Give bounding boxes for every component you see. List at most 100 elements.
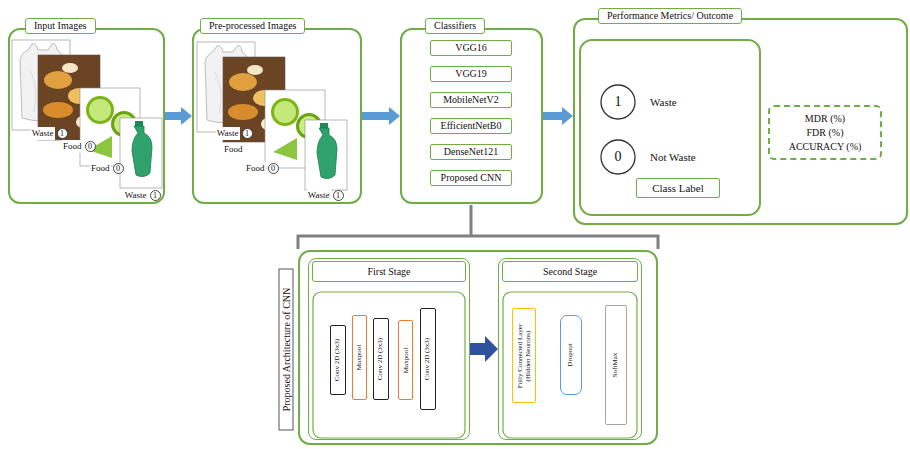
food-piece <box>44 71 72 89</box>
class-tag: Waste1 <box>333 190 344 201</box>
class-digit: 0 <box>85 141 96 152</box>
stage-frame <box>503 292 637 438</box>
image-label: Food <box>223 143 244 155</box>
conv-layer: Conv 2D (3x3) <box>330 325 346 395</box>
circle-shape <box>268 163 278 173</box>
architecture-heading: Proposed Architecture of CNN <box>278 268 293 430</box>
class-name: Waste <box>650 95 677 109</box>
layer-label: Conv 2D (3x3) <box>331 326 345 394</box>
class-digit: 1 <box>57 128 68 139</box>
box-label: DenseNet121 <box>444 146 498 158</box>
conv-layer: Conv 2D (3x3) <box>420 308 436 410</box>
circle-shape <box>57 128 67 138</box>
class-circle: 1Waste <box>600 84 636 120</box>
flow-arrow <box>362 112 389 120</box>
food-piece <box>43 102 73 118</box>
class-digit: 0 <box>268 163 279 174</box>
classifier-panel: VGG16VGG19MobileNetV2EfficientNetB0Dense… <box>400 28 543 204</box>
panel-heading: Performance Metrics/ Outcome <box>598 8 742 24</box>
metric-name: MDR (%) <box>805 112 845 126</box>
dense-layer: Fully Connected Layer (Hidden Neurons) <box>512 308 536 403</box>
circle-shape <box>601 140 635 174</box>
expansion-bracket <box>298 205 658 249</box>
circle-shape <box>333 190 343 200</box>
flow-arrow <box>543 112 562 120</box>
class-tag: Waste1 <box>242 128 253 139</box>
lime-slice <box>86 96 114 124</box>
image-label: Waste <box>124 189 148 202</box>
sample-images <box>12 40 162 188</box>
metrics-box: MDR (%)FDR (%)ACCURACY (%) <box>768 105 882 160</box>
class-digit: 1 <box>150 190 161 201</box>
class-tag: Food0 <box>113 163 124 174</box>
pool-layer: Maxpool <box>352 315 367 400</box>
image-label: Waste <box>31 127 55 140</box>
class-name: Not Waste <box>650 150 696 164</box>
circle-shape <box>150 190 160 200</box>
food-piece <box>62 63 78 73</box>
class-tag: Food0 <box>85 141 96 152</box>
stage-panel: Fully Connected Layer (Hidden Neurons) Dr… <box>498 258 642 440</box>
class-tag: Waste1 <box>57 128 68 139</box>
image-label: Food <box>90 162 111 175</box>
classifier-box: EfficientNetB0 <box>430 118 512 134</box>
class-digit: 1 <box>242 128 253 139</box>
outcome-panel: 1Waste0Not WasteClass LabelMDR (%)FDR (%… <box>573 18 908 225</box>
class-digit: 0 <box>600 139 636 175</box>
bottle-cap <box>135 121 143 126</box>
classifier-box: DenseNet121 <box>430 144 512 160</box>
lime-flesh <box>89 99 111 121</box>
classifier-box: Proposed CNN <box>430 170 512 186</box>
circle-shape <box>85 141 95 151</box>
box-label: Class Label <box>652 182 704 194</box>
metric-name: FDR (%) <box>807 126 844 140</box>
photo-frame <box>120 118 162 188</box>
class-tag: Waste1 <box>150 190 161 201</box>
pool-layer: Maxpool <box>398 320 413 400</box>
layer-label: Fully Connected Layer (Hidden Neurons) <box>513 309 535 402</box>
layer-label: Maxpool <box>399 321 412 399</box>
image-panel: Waste1Food0Waste1Pre-processed Images <box>192 28 362 204</box>
box-label: MobileNetV2 <box>443 94 499 106</box>
flow-arrow <box>470 343 485 355</box>
box-label: VGG16 <box>455 42 487 54</box>
layer-label: SoftMax <box>606 306 626 424</box>
class-digit: 1 <box>333 190 344 201</box>
panel-heading: Pre-processed Images <box>200 18 305 34</box>
conv-layer: Conv 2D (3x3) <box>373 318 389 400</box>
stage-heading: Second Stage <box>502 261 638 282</box>
circle-shape <box>113 163 123 173</box>
dropout-layer: Dropout <box>560 315 582 395</box>
layer-label: Conv 2D (3x3) <box>374 319 388 399</box>
classifier-box: MobileNetV2 <box>430 92 512 108</box>
circle-shape <box>242 128 252 138</box>
image-label: Waste <box>216 127 240 140</box>
architecture-panel: Conv 2D (3x3) Maxpool Conv 2D (3x3) Maxpool… <box>298 250 658 445</box>
image-label: Waste <box>307 189 331 202</box>
flow-arrow <box>165 112 181 120</box>
box-label: EfficientNetB0 <box>441 120 502 132</box>
class-digit: 1 <box>600 84 636 120</box>
preprocessed-images <box>197 42 347 190</box>
class-digit: 0 <box>113 163 124 174</box>
box-label: Proposed CNN <box>441 172 502 184</box>
class-tag: Food0 <box>268 163 279 174</box>
stage-heading: First Stage <box>312 261 466 282</box>
outcome-frame <box>580 40 760 215</box>
class-circle: 0Not Waste <box>600 139 636 175</box>
plastic-bottle <box>132 126 152 177</box>
layer-label: Maxpool <box>353 316 366 399</box>
classifier-box: VGG16 <box>430 40 512 56</box>
metric-name: ACCURACY (%) <box>789 140 862 154</box>
image-label: Food <box>62 140 83 153</box>
panel-heading: Classifiers <box>425 18 485 34</box>
layer-label: Conv 2D (3x3) <box>421 309 435 409</box>
box-label: VGG19 <box>455 68 487 80</box>
classifier-box: VGG19 <box>430 66 512 82</box>
layer-label: Dropout <box>561 316 581 394</box>
image-panel: Waste1Food0Food0Waste1Input Images <box>8 28 165 204</box>
softmax-layer: SoftMax <box>605 305 627 425</box>
panel-heading: Input Images <box>25 18 96 34</box>
circle-shape <box>601 85 635 119</box>
